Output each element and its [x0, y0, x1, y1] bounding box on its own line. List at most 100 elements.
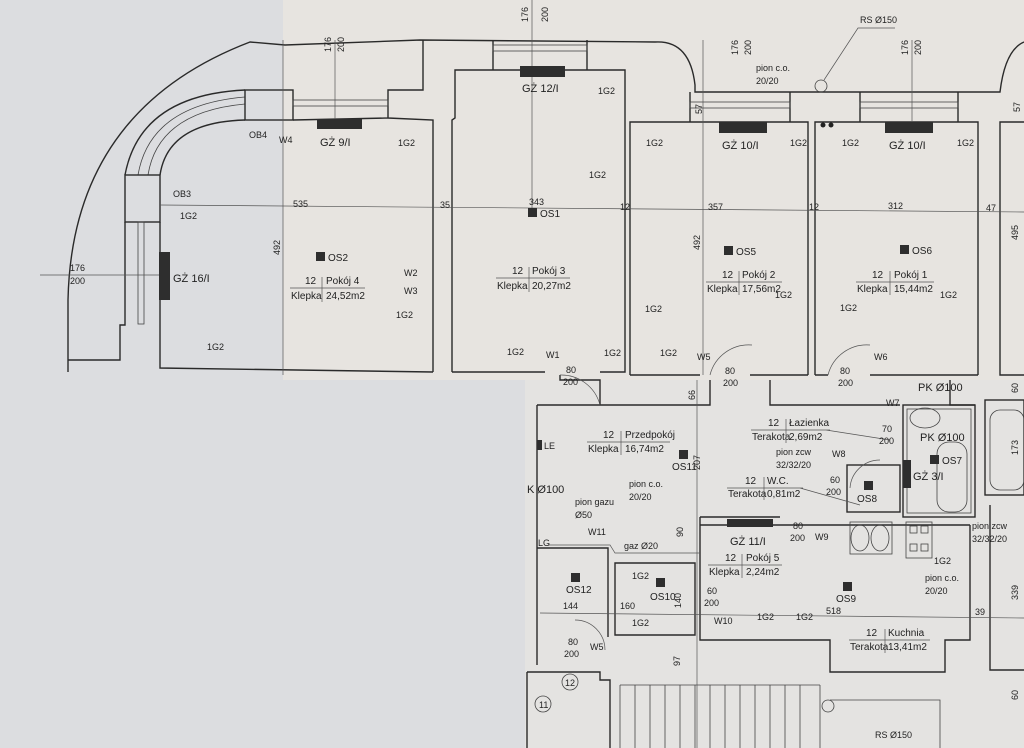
light-label: OS12: [566, 585, 592, 596]
plan-label: 1G2: [660, 348, 677, 358]
window-pokoj-1: [859, 101, 959, 109]
washbasin-icon: [909, 407, 941, 429]
plan-label: 47: [986, 203, 996, 213]
switch-label: W7: [886, 398, 900, 408]
plan-label: 200: [723, 378, 738, 388]
light-label: OS1: [540, 209, 560, 220]
dimension-lines: [40, 0, 1024, 748]
radiator-label: GŻ 9/I: [320, 136, 351, 149]
plan-label: 1G2: [396, 310, 413, 320]
plan-label: 200: [790, 533, 805, 543]
plan-label: Terakota: [850, 642, 889, 653]
plan-label: 90: [675, 527, 685, 537]
plan-label: 176: [900, 40, 910, 55]
plan-label: 176: [520, 7, 530, 22]
plan-label: 17,56m2: [742, 284, 781, 295]
plan-label: 312: [888, 201, 903, 211]
plan-label: Pokój 4: [326, 276, 360, 287]
plan-label: 1G2: [507, 347, 524, 357]
plan-label: 518: [826, 606, 841, 616]
light-label: OS5: [736, 247, 756, 258]
switch-label: W2: [404, 268, 418, 278]
pion-co-value: 20/20: [756, 76, 779, 86]
plan-label: Terakota: [728, 489, 767, 500]
plan-label: 1G2: [940, 290, 957, 300]
plan-label: Klepka: [588, 444, 619, 455]
plan-label: 200: [563, 377, 578, 387]
plan-label: 24,52m2: [326, 291, 365, 302]
kitchen-sink-icon: [849, 521, 893, 555]
plan-label: 173: [1010, 440, 1020, 455]
rs-vent-icon: [821, 699, 835, 713]
wall-wc: [846, 464, 901, 513]
bathtub-right-icon: [989, 409, 1024, 491]
plan-label: 1G2: [207, 342, 224, 352]
plan-label: 1G2: [604, 348, 621, 358]
pion-zcw-label: pion zcw: [972, 521, 1008, 531]
switch-label: W6: [874, 352, 888, 362]
radiator-label: GŻ 16/I: [173, 272, 210, 285]
paper-sheet-right: [283, 0, 1024, 380]
plan-label: 13,41m2: [888, 642, 927, 653]
plan-label: 80: [793, 521, 803, 531]
plan-label: 60: [830, 475, 840, 485]
plan-label: 144: [563, 601, 578, 611]
pion-co-value: 20/20: [925, 586, 948, 596]
switch-label: W3: [404, 286, 418, 296]
stair-number-11: 11: [539, 700, 548, 710]
pion-zcw-value: 32/32/20: [972, 534, 1007, 544]
outlet-labels: 1G2 1G2 1G2 1G2 1G2 1G2 1G2 1G2 1G2 1G2 …: [180, 86, 974, 628]
pion-co-icon: [820, 122, 826, 128]
plan-label: 12: [809, 202, 819, 212]
pk-label: PK Ø100: [918, 382, 963, 394]
plan-label: 12: [725, 553, 737, 564]
stove-icon: [905, 521, 933, 559]
plan-label: 343: [529, 197, 544, 207]
plan-label: 39: [975, 607, 985, 617]
radiator-gz-10a: [719, 122, 767, 133]
plan-label: 200: [540, 7, 550, 22]
plan-label: 80: [725, 366, 735, 376]
plan-label: Łazienka: [789, 418, 829, 429]
plan-label: 12: [745, 476, 757, 487]
radiator-label: GŻ 11/I: [730, 535, 766, 548]
wall-kuchnia: [699, 525, 971, 673]
lg-label: LG: [538, 538, 550, 548]
plan-label: 70: [882, 424, 892, 434]
plan-label: 160: [620, 601, 635, 611]
switch-label: W11: [588, 527, 606, 537]
pion-co-value: 20/20: [629, 492, 652, 502]
wall-przedpokoj: [536, 405, 696, 665]
plan-label: Pokój 5: [746, 553, 780, 564]
plan-label: 97: [672, 656, 682, 666]
plan-label: W.C.: [767, 476, 789, 487]
plan-label: 15,44m2: [894, 284, 933, 295]
plan-label: 1G2: [589, 170, 606, 180]
pk-label: PK Ø100: [920, 432, 965, 444]
plan-label: 1G2: [598, 86, 615, 96]
plan-label: 12: [768, 418, 780, 429]
plan-label: 200: [838, 378, 853, 388]
radiator-gz-16: [159, 252, 170, 300]
switch-label: W8: [832, 449, 846, 459]
plan-label: 1G2: [796, 612, 813, 622]
radiator-gz-11: [727, 519, 773, 527]
plan-label: 200: [704, 598, 719, 608]
light-label: OS7: [942, 456, 962, 467]
gas-pipe-label: gaz Ø20: [624, 541, 658, 551]
radiator-gz-9: [317, 119, 362, 129]
plan-label: 1G2: [957, 138, 974, 148]
plan-label: Klepka: [497, 281, 528, 292]
plan-label: 339: [1010, 585, 1020, 600]
plan-label: Pokój 3: [532, 266, 566, 277]
plan-label: 12: [620, 202, 630, 212]
plan-label: 60: [707, 586, 717, 596]
plan-label: 20,27m2: [532, 281, 571, 292]
plan-label: 200: [336, 37, 346, 52]
light-label: OS11: [672, 462, 697, 473]
